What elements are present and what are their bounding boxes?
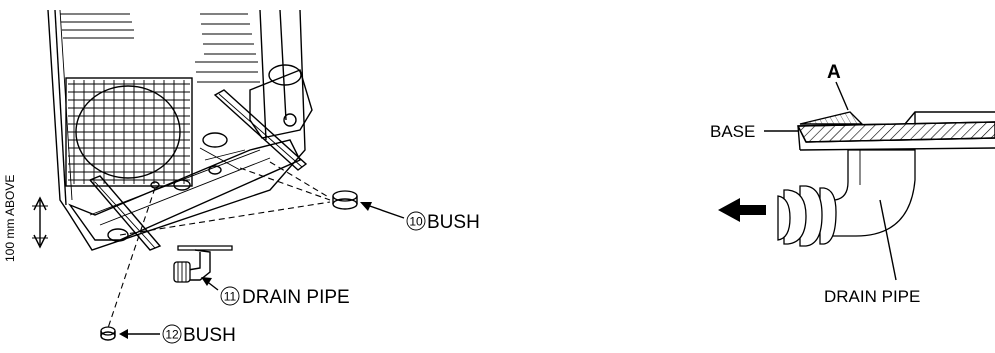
part-12-label: BUSH [183,325,236,346]
part-11-number: 11 [224,290,237,304]
arrow-to-drain-pipe-11 [201,277,219,291]
callout-a-leader [835,81,849,111]
dashed-guide-lines [107,161,331,329]
arrow-to-bush-12 [119,329,160,339]
base-label: BASE [710,122,755,141]
bush-10-illustration [332,190,358,210]
arrow-to-bush-10 [360,202,405,219]
part-10-label: BUSH [427,212,480,233]
part-10-number-circle: 10 [406,211,426,231]
part-11-label: DRAIN PIPE [242,287,350,308]
part-12-number-circle: 12 [162,324,182,344]
part-10-number: 10 [409,215,423,229]
outdoor-unit-illustration [47,9,313,251]
bush-12-illustration [100,326,116,341]
callout-a-label: A [827,62,841,83]
base-plate-cross-section [796,111,995,151]
part-12-number: 12 [165,328,179,342]
drain-pipe-leader [879,199,897,281]
drain-pipe-cross-section [777,149,916,247]
clearance-note: 100 mm ABOVE [3,175,17,262]
clearance-arrow [32,196,48,249]
pull-direction-arrow [718,198,766,222]
part-11-number-circle: 11 [220,286,240,306]
drain-pipe-11-illustration [173,245,233,283]
drain-pipe-label: DRAIN PIPE [824,287,920,306]
